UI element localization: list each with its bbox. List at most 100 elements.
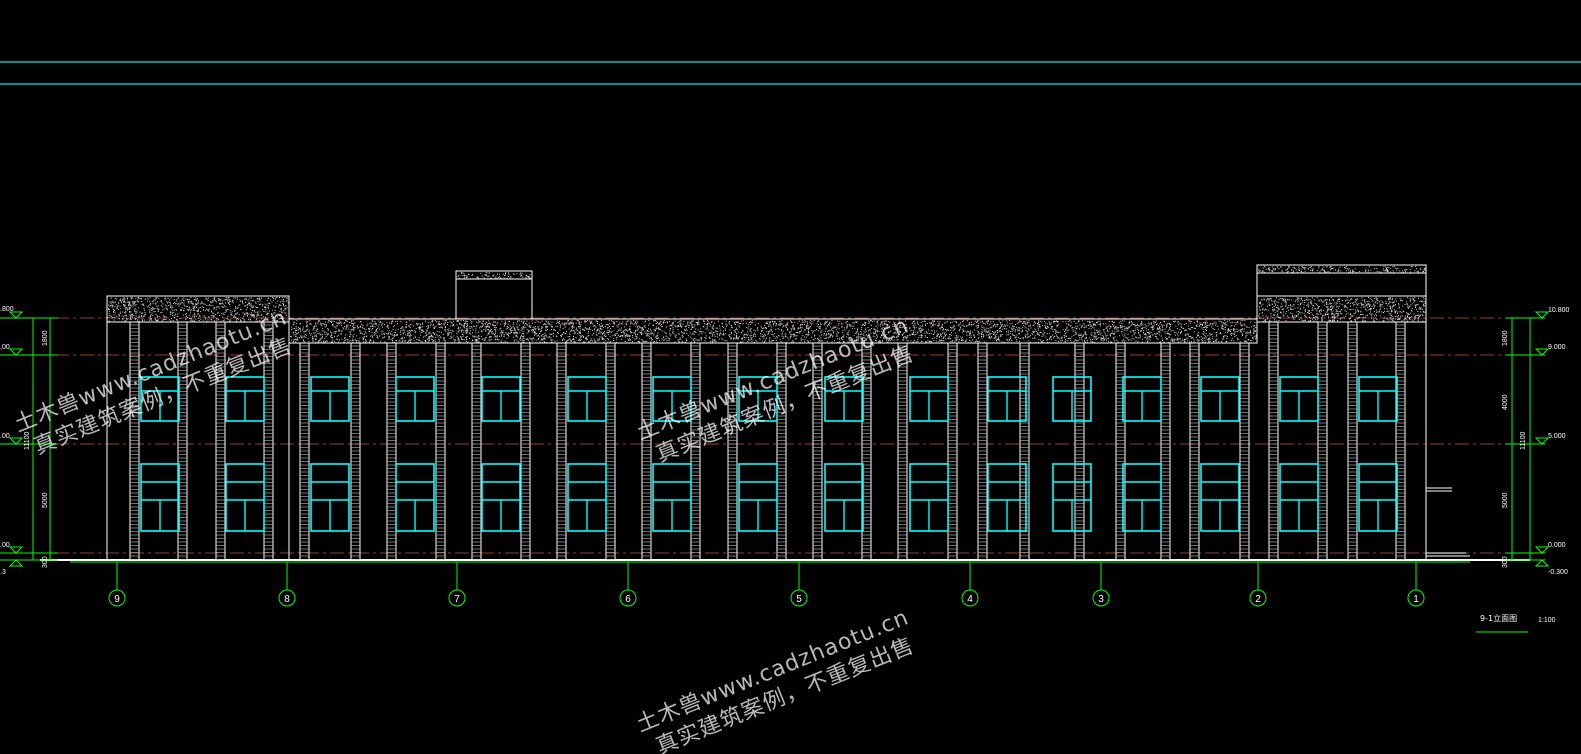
roof-dot <box>918 330 920 332</box>
roof-dot <box>564 332 566 334</box>
roof-dot <box>1183 328 1185 330</box>
roof-dot <box>1103 331 1105 333</box>
roof-dot <box>497 335 499 337</box>
roof-dot <box>208 308 210 310</box>
roof-dot <box>416 339 418 340</box>
roof-dot <box>955 321 957 323</box>
roof-dot <box>1045 322 1047 324</box>
roof-dot <box>155 319 157 321</box>
roof-dot <box>335 331 337 332</box>
roof-dot <box>790 330 792 332</box>
roof-dot <box>636 327 638 329</box>
roof-dot <box>1188 328 1190 330</box>
roof-dot <box>1065 338 1067 340</box>
roof-dot <box>561 339 563 341</box>
roof-dot <box>129 307 131 309</box>
roof-dot <box>463 320 464 322</box>
roof-dot <box>937 334 939 336</box>
roof-dot <box>1018 327 1020 328</box>
roof-dot <box>862 340 864 342</box>
roof-dot <box>947 337 949 339</box>
roof-dot <box>657 337 659 339</box>
roof-dot <box>1234 333 1236 335</box>
roof-dot <box>358 326 360 328</box>
roof-dot <box>382 333 384 335</box>
roof-dot <box>961 338 962 340</box>
roof-dot <box>309 323 311 325</box>
roof-dot <box>1013 329 1015 331</box>
roof-dot <box>541 320 543 322</box>
roof-dot <box>376 328 377 330</box>
roof-dot <box>944 335 946 337</box>
roof-dot <box>359 332 361 334</box>
roof-dot <box>1093 324 1095 326</box>
roof-dot <box>222 303 224 305</box>
roof-dot <box>830 323 832 325</box>
roof-dot <box>629 328 631 329</box>
roof-dot <box>1120 331 1122 333</box>
roof-dot <box>1204 323 1206 325</box>
roof-dot <box>123 316 125 318</box>
roof-dot <box>409 326 411 328</box>
roof-dot <box>199 315 201 317</box>
roof-dot <box>197 303 199 305</box>
roof-dot <box>881 335 882 337</box>
roof-dot <box>742 330 743 332</box>
roof-dot <box>660 323 662 325</box>
roof-dot <box>456 331 458 333</box>
roof-dot <box>415 337 417 339</box>
roof-dot <box>483 340 485 342</box>
roof-dot <box>958 325 960 327</box>
roof-dot <box>332 324 334 326</box>
roof-dot <box>892 325 894 327</box>
roof-dot <box>808 332 810 334</box>
roof-dot <box>476 339 478 341</box>
roof-dot <box>656 337 657 339</box>
roof-dot <box>212 312 214 314</box>
roof-dot <box>966 320 968 322</box>
roof-dot <box>1159 341 1161 343</box>
roof-dot <box>501 320 503 322</box>
roof-dot <box>751 320 753 322</box>
roof-dot <box>161 312 163 314</box>
roof-dot <box>354 322 356 324</box>
roof-dot <box>1112 322 1114 323</box>
roof-dot <box>1240 329 1242 331</box>
roof-dot <box>340 333 342 335</box>
roof-dot <box>693 341 695 343</box>
roof-dot <box>235 320 237 322</box>
roof-dot <box>351 328 353 330</box>
roof-dot <box>1047 341 1049 343</box>
roof-dot <box>1100 338 1102 340</box>
roof-dot <box>636 323 638 325</box>
roof-dot <box>247 303 249 305</box>
roof-dot <box>360 325 361 327</box>
roof-dot <box>833 327 835 329</box>
roof-dot <box>382 336 384 338</box>
roof-dot <box>734 338 736 340</box>
roof-dot <box>910 334 912 336</box>
roof-dot <box>1041 335 1043 337</box>
roof-dot <box>857 327 859 329</box>
roof-dot <box>1243 328 1245 330</box>
roof-dot <box>1114 340 1116 342</box>
roof-dot <box>865 334 867 336</box>
roof-dot <box>606 332 608 334</box>
roof-dot <box>531 331 533 333</box>
roof-dot <box>665 332 667 334</box>
roof-dot <box>634 331 636 333</box>
roof-dot <box>365 339 366 341</box>
roof-dot <box>697 329 699 331</box>
roof-dot <box>933 333 935 335</box>
roof-dot <box>977 324 978 326</box>
roof-dot <box>501 331 503 333</box>
roof-dot <box>200 311 202 313</box>
roof-dot <box>569 334 571 336</box>
roof-dot <box>1008 330 1010 332</box>
roof-dot <box>601 320 603 322</box>
roof-dot <box>192 307 194 309</box>
roof-dot <box>1103 338 1105 340</box>
roof-dot <box>1203 331 1205 333</box>
roof-dot <box>1231 324 1233 326</box>
roof-dot <box>545 324 547 326</box>
